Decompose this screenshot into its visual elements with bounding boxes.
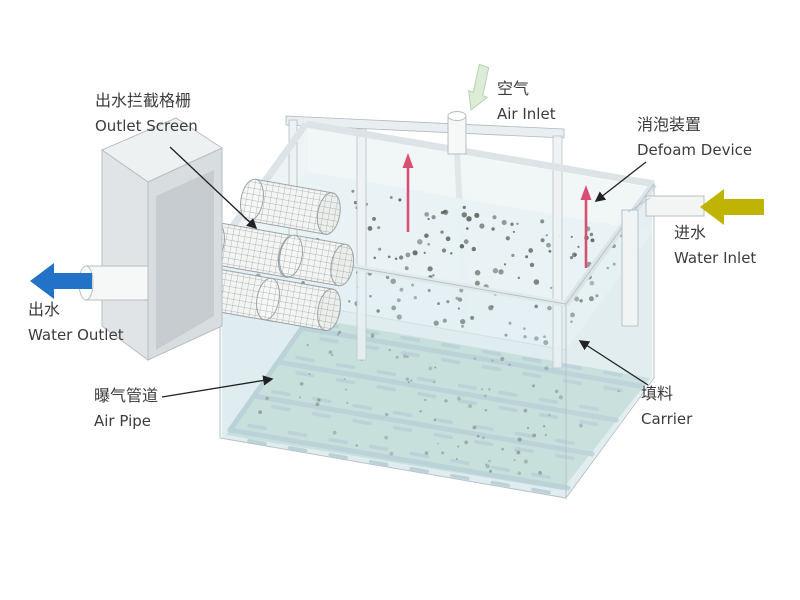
- air-inlet-arrow: [468, 63, 490, 111]
- air-inlet-label: 空气 Air Inlet: [497, 76, 556, 126]
- water-outlet-label: 出水 Water Outlet: [28, 297, 124, 347]
- defoam-device-label: 消泡装置 Defoam Device: [637, 112, 752, 162]
- carrier-label-en: Carrier: [641, 409, 693, 428]
- air-pipe-label-zh: 曝气管道: [94, 386, 159, 405]
- air-pipe-label: 曝气管道 Air Pipe: [94, 383, 158, 433]
- outlet-pipe-body: [85, 265, 149, 301]
- outlet-screen-label: 出水拦截格栅 Outlet Screen: [95, 88, 198, 138]
- outlet-screen-label-en: Outlet Screen: [95, 116, 198, 135]
- carrier-label: 填料 Carrier: [641, 381, 692, 431]
- defoam-device-label-en: Defoam Device: [637, 140, 753, 159]
- outlet-screen-label-zh: 出水拦截格栅: [95, 91, 192, 110]
- inner-back-wall: [308, 128, 652, 232]
- inlet-drop-pipe: [621, 209, 639, 327]
- pointer-defoam-device: [594, 161, 647, 202]
- screen-cylinder: [240, 178, 341, 235]
- screen-cylinder: [279, 234, 355, 287]
- carrier-label-zh: 填料: [641, 384, 674, 403]
- water-inlet-label-zh: 进水: [674, 223, 707, 242]
- water-inlet-label-en: Water Inlet: [674, 248, 757, 267]
- water-outlet-label-en: Water Outlet: [28, 325, 124, 344]
- water-outlet-label-zh: 出水: [28, 300, 61, 319]
- water-inlet-arrow: [700, 189, 764, 225]
- frame-top-beam: [285, 115, 565, 139]
- pointer-carrier: [578, 340, 649, 386]
- air-inlet-label-en: Air Inlet: [497, 104, 556, 123]
- defoam-device-label-zh: 消泡装置: [637, 115, 702, 134]
- defoam-rod-arrowhead: [580, 185, 592, 200]
- screen-cylinder: [256, 277, 341, 332]
- defoam-device-2: [580, 185, 592, 268]
- air-pipe-label-en: Air Pipe: [94, 411, 151, 430]
- inlet-pipe-elbow: [627, 197, 651, 213]
- outlet-chamber: [100, 117, 224, 361]
- defoam-rod-arrowhead: [402, 153, 414, 168]
- water-inlet-label: 进水 Water Inlet: [674, 220, 756, 270]
- chamber-inner-shadow: [156, 170, 214, 350]
- frame-post-middle: [356, 128, 367, 361]
- pointer-outlet-screen: [169, 146, 258, 230]
- water-outlet-arrow: [30, 263, 92, 299]
- defoam-device-1: [402, 153, 414, 232]
- pointer-air-pipe: [161, 375, 274, 398]
- frame-post-right: [552, 135, 563, 369]
- air-inlet-pipe: [447, 111, 467, 155]
- air-pipe-mouth: [447, 111, 467, 121]
- pointer-arrows: [161, 146, 649, 398]
- air-inlet-label-zh: 空气: [497, 79, 530, 98]
- air-pipe-riser: [447, 115, 467, 155]
- rim-back: [305, 120, 655, 188]
- carrier-dots-floor: [258, 330, 620, 475]
- inlet-pipe-body: [645, 195, 705, 217]
